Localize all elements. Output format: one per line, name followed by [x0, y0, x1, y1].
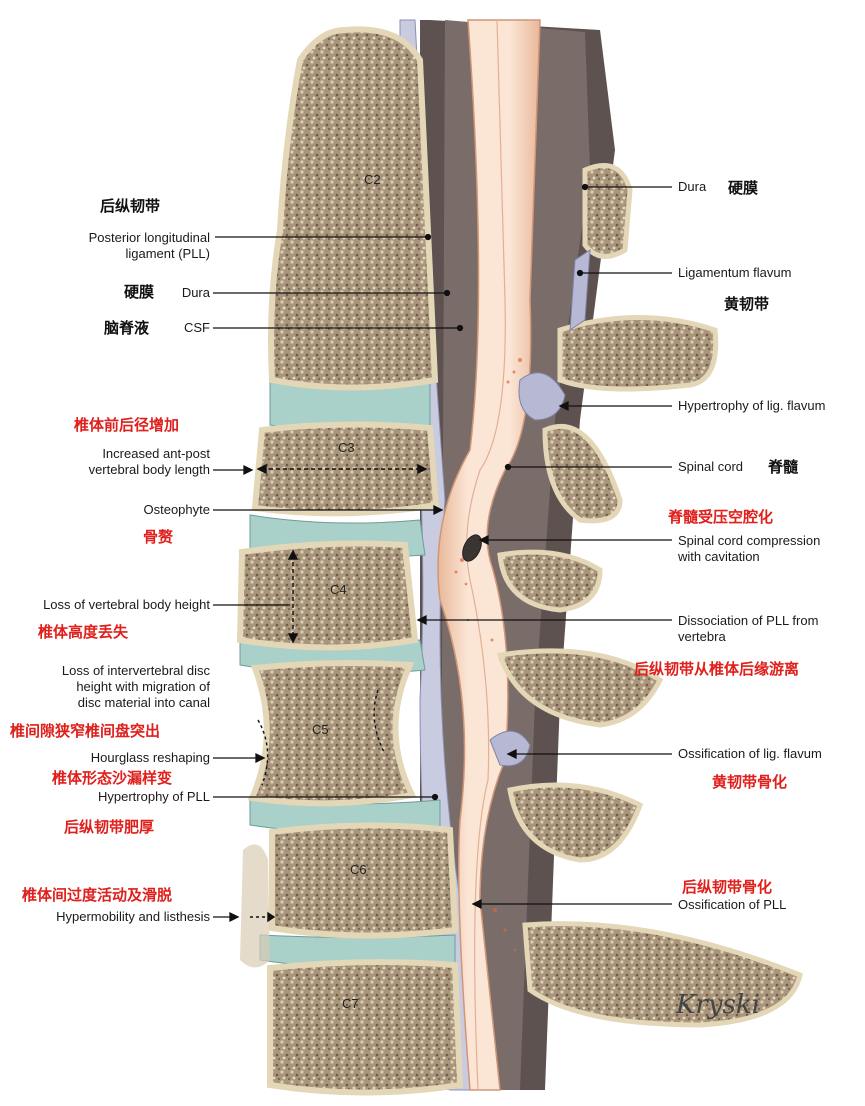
- label-dura-left: Dura: [181, 285, 210, 300]
- zh-hourglass: 椎体形态沙漏样变: [52, 769, 173, 787]
- zh-hyper-pll: 后纵韧带肥厚: [64, 818, 155, 836]
- label-cord: Spinal cord: [678, 459, 744, 474]
- label-pll: Posterior longitudinal ligament (PLL): [88, 230, 210, 261]
- vertebra-label-c7: C7: [342, 996, 359, 1011]
- zh-dura-left: 硬膜: [124, 283, 155, 301]
- zh-dissociation: 后纵韧带从椎体后缘游离: [634, 660, 800, 678]
- vertebra-label-c5: C5: [312, 722, 329, 737]
- zh-csf: 脑脊液: [104, 319, 150, 337]
- vertebral-bodies: [236, 26, 464, 1096]
- lig-flavum: [489, 249, 591, 767]
- zh-dura-right: 硬膜: [728, 179, 759, 197]
- label-dura-right: Dura: [678, 179, 707, 194]
- zh-cord-comp: 脊髓受压空腔化: [668, 508, 774, 526]
- vertebra-label-c4: C4: [330, 582, 347, 597]
- zh-oss-pll: 后纵韧带骨化: [682, 878, 773, 896]
- vertebra-label-c3: C3: [338, 440, 355, 455]
- label-loss-height: Loss of vertebral body height: [43, 597, 210, 612]
- label-oss-lf: Ossification of lig. flavum: [678, 746, 822, 761]
- zh-pll: 后纵韧带: [100, 197, 161, 215]
- zh-ant-post: 椎体前后径增加: [74, 416, 180, 434]
- label-csf: CSF: [184, 320, 210, 335]
- listhesis-fragment: [240, 844, 270, 968]
- vertebra-label-c6: C6: [350, 862, 367, 877]
- zh-hypermobility: 椎体间过度活动及滑脱: [22, 886, 173, 904]
- spinal-cord: [437, 19, 541, 1091]
- zh-lig-flavum: 黄韧带: [724, 295, 770, 313]
- vertebra-labels: C2 C3 C4 C5 C6 C7: [312, 172, 381, 1011]
- leader-lines: [213, 183, 672, 923]
- label-oss-pll: Ossification of PLL: [678, 897, 787, 912]
- artist-signature: Kryski: [676, 990, 760, 1020]
- label-hourglass: Hourglass reshaping: [90, 750, 210, 765]
- zh-oss-lf: 黄韧带骨化: [712, 773, 788, 791]
- posterior-elements: [496, 163, 803, 1028]
- zh-loss-height: 椎体高度丢失: [38, 623, 129, 641]
- label-lig-flavum: Ligamentum flavum: [678, 265, 792, 280]
- label-dissociation: Dissociation of PLL from vertebra: [678, 613, 819, 644]
- label-cord-comp: Spinal cord compression with cavitation: [678, 533, 821, 564]
- cord-midline: [466, 19, 506, 1091]
- label-ant-post: Increased ant-post vertebral body length: [88, 446, 210, 477]
- label-hypermobility: Hypermobility and listhesis: [56, 909, 210, 924]
- zh-cord: 脊髓: [768, 458, 799, 476]
- label-osteophyte: Osteophyte: [143, 502, 211, 517]
- vertebra-label-c2: C2: [364, 172, 381, 187]
- hourglass-curves: [257, 689, 385, 786]
- label-loss-disc: Loss of intervertebral disc height with …: [61, 663, 210, 710]
- label-hyper-pll: Hypertrophy of PLL: [97, 789, 210, 804]
- zh-loss-disc: 椎间隙狭窄椎间盘突出: [10, 722, 161, 740]
- zh-osteophyte: 骨赘: [143, 528, 174, 546]
- measurement-arrows: [250, 463, 428, 923]
- label-hyper-lf: Hypertrophy of lig. flavum: [678, 398, 826, 413]
- cavitation: [462, 534, 482, 562]
